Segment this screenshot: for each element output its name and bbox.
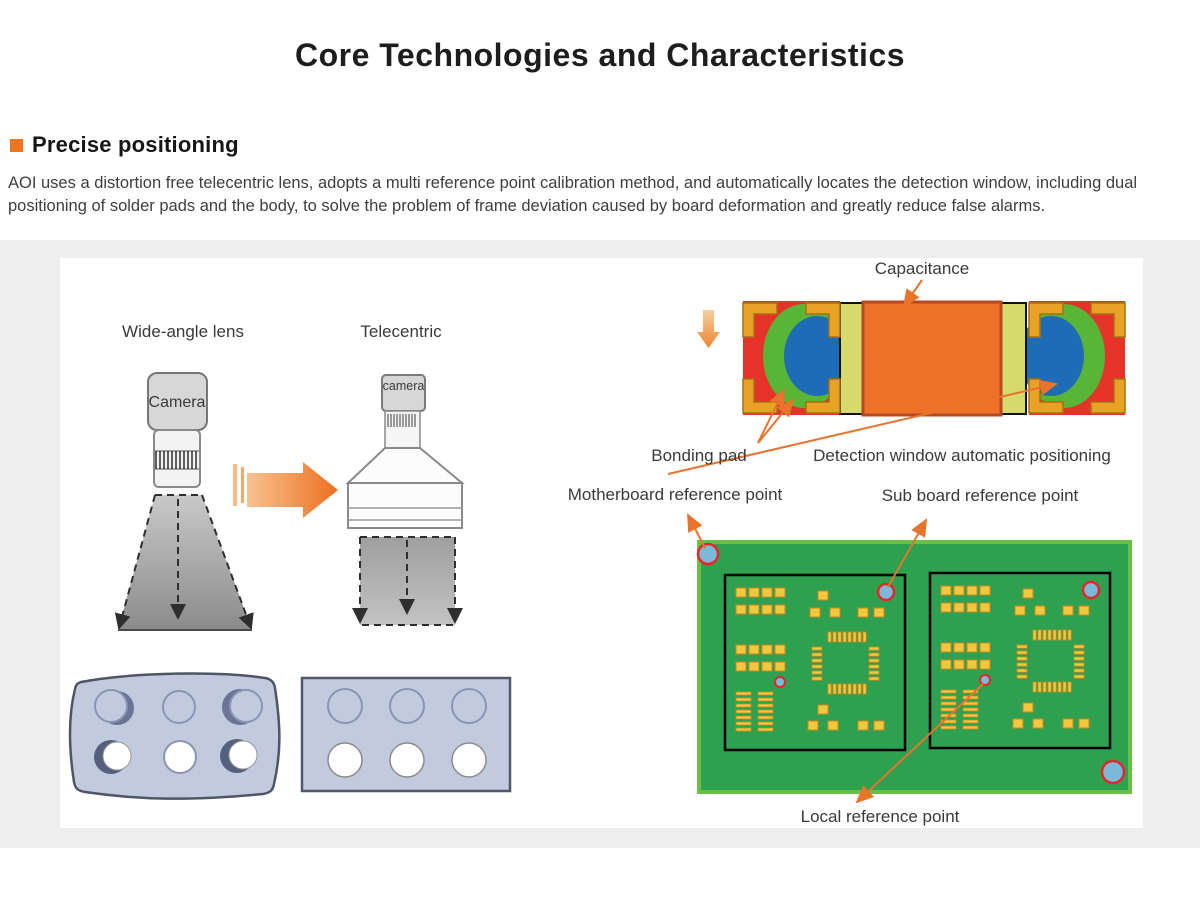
section-header: Precise positioning	[10, 132, 1200, 158]
undistorted-plate	[300, 676, 512, 793]
wide-angle-light-cone	[114, 494, 254, 631]
diagram-canvas: Wide-angle lens Telecentric Camera	[68, 259, 1132, 826]
content-panel: Wide-angle lens Telecentric Camera	[60, 258, 1143, 828]
motherboard-reference-point-2	[1100, 759, 1126, 785]
section-paragraph: AOI uses a distortion free telecentric l…	[8, 174, 1138, 215]
wide-angle-camera: Camera	[147, 372, 208, 488]
telecentric-camera: camera	[345, 374, 465, 529]
telecentric-light-column	[352, 536, 463, 626]
section-heading: Precise positioning	[32, 132, 239, 157]
lens-stripes	[155, 451, 197, 469]
camera-label-small: camera	[383, 379, 425, 393]
camera-label: Camera	[149, 394, 206, 411]
capacitor-diagram	[742, 300, 1126, 417]
detection-window-label: Detection window automatic positioning	[813, 446, 1111, 465]
capacitor-body	[861, 300, 1003, 417]
down-arrow-icon	[697, 310, 720, 348]
lens-stripes	[387, 414, 416, 427]
page-title: Core Technologies and Characteristics	[294, 37, 906, 73]
annotation-arrow-icon	[687, 513, 984, 804]
local-reference-label: Local reference point	[801, 807, 960, 826]
motherboard-reference-label: Motherboard reference point	[568, 485, 783, 504]
pcb-diagram	[696, 540, 1132, 794]
telecentric-label: Telecentric	[360, 322, 442, 341]
distorted-plate	[68, 672, 281, 800]
sub-board-reference-label: Sub board reference point	[882, 486, 1079, 505]
motherboard-reference-point-1	[696, 542, 720, 566]
annotation-arrow-icon	[667, 279, 1058, 475]
gray-band: Wide-angle lens Telecentric Camera	[0, 240, 1200, 848]
bonding-pad-label: Bonding pad	[651, 446, 746, 465]
wide-angle-lens-label: Wide-angle lens	[122, 322, 244, 341]
section-bullet-icon	[10, 138, 23, 152]
right-arrow-icon	[233, 462, 338, 518]
capacitance-label: Capacitance	[875, 259, 970, 278]
